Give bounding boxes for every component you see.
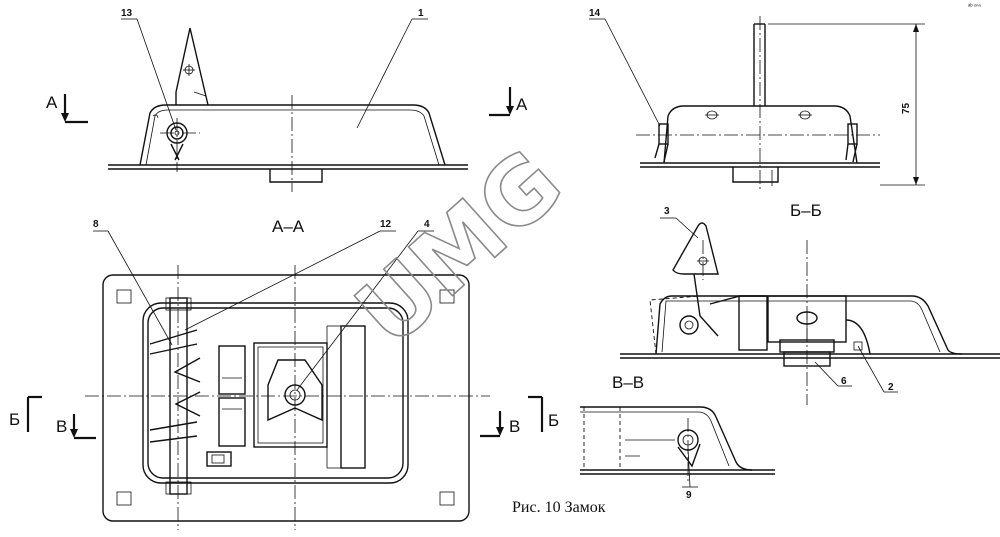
view-marker-b-left-label: Б: [9, 410, 20, 429]
callout-4: 4: [296, 219, 434, 391]
view-marker-v-left-label: В: [56, 417, 67, 436]
callout-2-label: 2: [888, 382, 894, 393]
callout-9-label: 9: [686, 490, 692, 501]
section-aa-title: А–А: [272, 217, 305, 236]
callout-13: 13: [121, 8, 177, 131]
callout-3-label: 3: [664, 206, 670, 217]
callout-14: 14: [589, 8, 661, 127]
callout-6-label: 6: [841, 376, 847, 387]
callout-13-label: 13: [121, 8, 133, 19]
section-bb-title: Б–Б: [790, 201, 822, 220]
callout-12: 12: [184, 219, 396, 331]
view-marker-a-left-label: А: [46, 93, 58, 112]
callout-1: 1: [356, 8, 428, 129]
callout-4-label: 4: [424, 219, 430, 230]
callout-8-label: 8: [93, 219, 99, 230]
view-marker-v-left: В: [56, 414, 96, 440]
section-aa-view: [85, 265, 490, 530]
callout-2: 2: [857, 345, 898, 393]
front-view-right: [636, 16, 880, 192]
dimension-75: 75: [768, 23, 925, 186]
corner-note: ᵃᵇ ᵒⁿⁿ: [968, 3, 981, 10]
view-marker-b-right: Б: [528, 395, 559, 432]
dimension-75-label: 75: [901, 102, 912, 114]
callout-3: 3: [660, 206, 699, 239]
view-marker-a-right: А: [489, 87, 528, 117]
section-vv-view: [580, 406, 775, 482]
view-marker-b-left: Б: [9, 395, 42, 432]
view-marker-v-right-label: В: [509, 417, 520, 436]
view-marker-b-right-label: Б: [548, 411, 559, 430]
callout-1-label: 1: [418, 8, 424, 19]
front-view-left: [108, 27, 468, 192]
section-bb-view: [620, 222, 1000, 405]
figure-caption: Рис. 10 Замок: [512, 499, 606, 516]
callout-8: 8: [93, 219, 173, 346]
view-marker-a-left: А: [46, 93, 88, 124]
callout-12-label: 12: [380, 219, 392, 230]
view-marker-a-right-label: А: [516, 95, 528, 114]
callout-14-label: 14: [589, 8, 601, 19]
callout-9: 9: [682, 447, 698, 501]
callout-6: 6: [814, 361, 852, 387]
view-marker-v-right: В: [480, 411, 520, 438]
section-vv-title: В–В: [612, 373, 644, 392]
